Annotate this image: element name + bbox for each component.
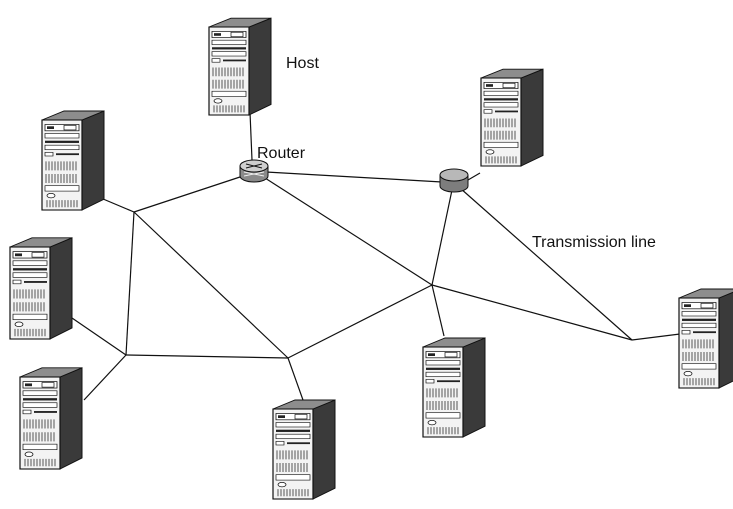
transmission-line-label: Transmission line: [532, 234, 656, 251]
router-label: Router: [257, 145, 306, 162]
host-bottom-center: [272, 399, 336, 500]
host-center-right: [422, 337, 486, 438]
link-router-left-router-right: [265, 171, 443, 183]
server-tower-icon: [9, 237, 73, 340]
server-tower-icon: [272, 399, 336, 500]
router-left: [239, 159, 269, 183]
link-nodeB-nodeC: [125, 354, 289, 359]
link-router-left-nodeD: [264, 177, 433, 286]
host-right: [678, 288, 733, 389]
host-left-lower: [19, 367, 83, 470]
link-nodeA-nodeB: [125, 211, 135, 356]
link-nodeC-host-bottom: [287, 357, 304, 401]
server-tower-icon: [678, 288, 733, 389]
link-host-top-router-left: [249, 111, 253, 161]
link-router-right-nodeE: [459, 187, 633, 341]
host-left-upper: [41, 110, 105, 211]
server-tower-icon: [480, 68, 544, 167]
host-left-middle: [9, 237, 73, 340]
server-tower-icon: [422, 337, 486, 438]
link-nodeD-host-mid: [431, 284, 445, 337]
host-top-right: [480, 68, 544, 167]
host-label: Host: [286, 55, 319, 72]
router-right: [439, 168, 469, 193]
link-host-leftB-nodeB: [71, 317, 127, 356]
link-router-right-nodeD: [431, 189, 453, 286]
router-icon: [239, 159, 269, 183]
link-nodeA-nodeC: [133, 211, 289, 359]
link-nodeC-nodeD: [287, 284, 433, 359]
server-tower-icon: [208, 17, 272, 116]
link-nodeE-host-right-low: [631, 333, 681, 341]
link-router-left-nodeA: [133, 175, 244, 213]
router-icon: [439, 168, 469, 193]
link-host-leftC-nodeB: [83, 354, 127, 401]
link-nodeD-nodeE: [431, 284, 633, 341]
link-router-right-host-right: [467, 172, 481, 181]
server-tower-icon: [41, 110, 105, 211]
host-top: [208, 17, 272, 116]
transmission-lines: [71, 111, 681, 401]
server-tower-icon: [19, 367, 83, 470]
